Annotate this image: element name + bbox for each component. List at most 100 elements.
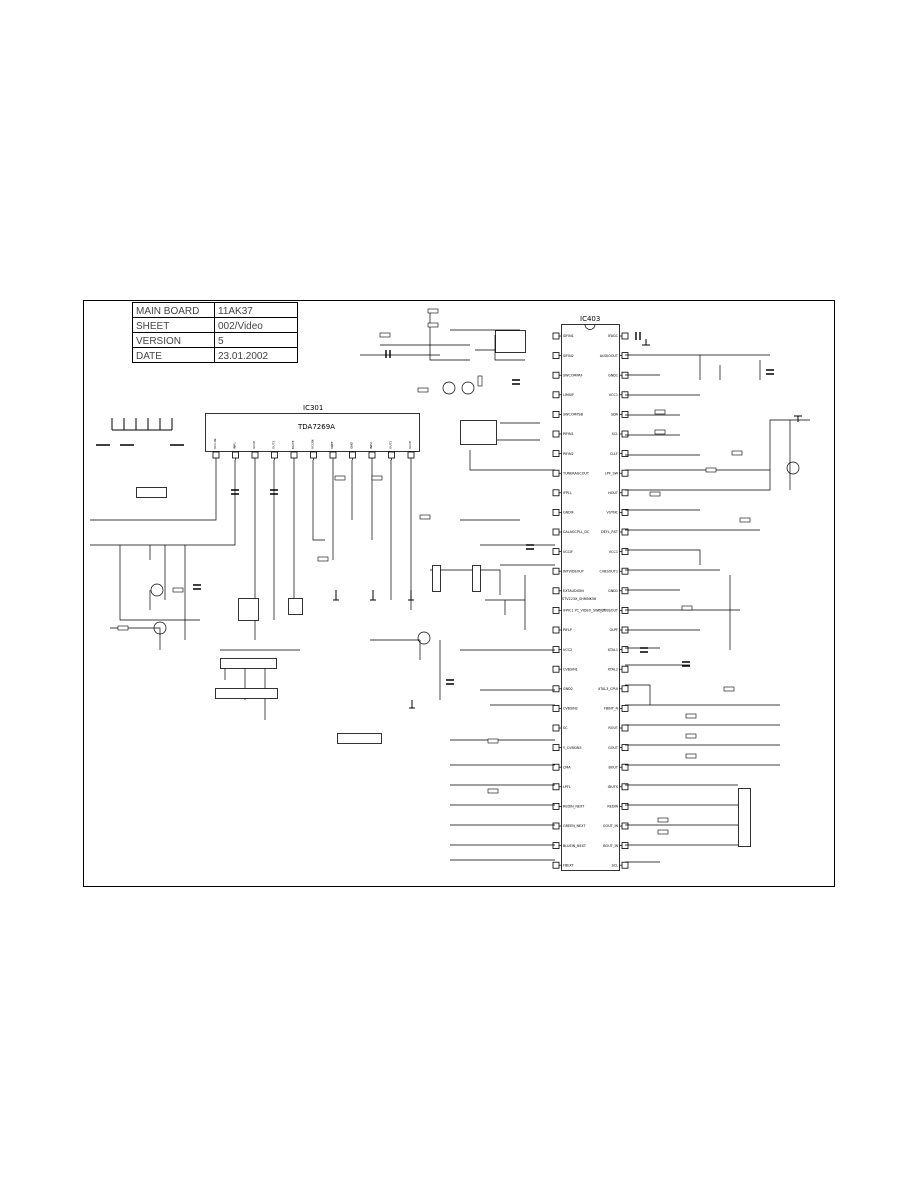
ic403-left-pin-label: INTVIDEOUT bbox=[563, 569, 585, 573]
ic403-right-pin-box bbox=[621, 646, 629, 653]
ic403-right-pin-box bbox=[621, 528, 629, 536]
ic403-right-pin-label: REDIN bbox=[607, 805, 618, 809]
ic403-right-pin-box bbox=[621, 685, 629, 693]
ic301-part: TDA7269A bbox=[297, 423, 335, 431]
ic403-left-pin-box bbox=[552, 587, 560, 595]
ic403-left-pin-box bbox=[552, 646, 560, 653]
ic403-right-pin-label: BOUT bbox=[609, 765, 619, 769]
ic403-left-pin-box bbox=[552, 548, 560, 555]
ic403-left-pin-box bbox=[552, 469, 560, 477]
ic403-left-pin-box bbox=[552, 508, 560, 516]
ic403-left-pin-box bbox=[552, 371, 560, 379]
title-row-label: MAIN BOARD bbox=[136, 306, 199, 317]
ic403-right-pin-label: HOUT bbox=[608, 491, 619, 495]
ic403-right-pin-label: XTAL3_CPUI bbox=[598, 687, 618, 691]
ic301-pin-box bbox=[310, 451, 317, 459]
title-row-label: SHEET bbox=[136, 321, 169, 332]
ic403: IC403 STV223X_SHRINK56 SIFIN1SIFIN2SWCOM… bbox=[552, 315, 629, 871]
ic403-left-pin-box bbox=[552, 744, 560, 751]
transistors bbox=[150, 381, 800, 645]
ic301-pin-box bbox=[212, 451, 220, 459]
ic301-pin-box bbox=[329, 451, 337, 459]
ic301-pin-box bbox=[271, 451, 278, 459]
ic301-wiring bbox=[90, 460, 412, 720]
ic403-left-pin-label: SIFIN2 bbox=[563, 354, 574, 358]
ic403-right-pin-box bbox=[621, 587, 629, 595]
ic403-right-pin-label: GLPF bbox=[609, 628, 618, 632]
title-block: MAIN BOARD 11AK37 SHEET 002/Video VERSIO… bbox=[132, 302, 298, 363]
ic301-pin-box bbox=[232, 451, 239, 459]
ic403-right-pin-box bbox=[621, 803, 629, 810]
ic403-right-pin-label: CLLF bbox=[610, 452, 618, 456]
ic403-right-pin-label: IDUTS bbox=[608, 785, 618, 789]
ic403-left-pin-label: CMA bbox=[563, 765, 571, 769]
ic403-ref: IC403 bbox=[580, 315, 600, 323]
ic403-right-pin-box bbox=[621, 567, 629, 575]
ic403-left-pin-label: PIFLP bbox=[563, 628, 572, 632]
ic403-left-wiring bbox=[360, 310, 555, 861]
ic403-right-pin-label: BOUT_IN bbox=[603, 844, 618, 848]
ic403-left-pin-label: SC bbox=[563, 726, 568, 730]
ic301-pin-box bbox=[349, 451, 356, 459]
ic403-left-pin-box bbox=[552, 607, 560, 614]
ic403-left-pin-label: Y_CVBSIN3 bbox=[563, 746, 582, 750]
ic403-left-pin-box bbox=[552, 685, 560, 693]
ic403-right-pin-label: LPF_SW bbox=[605, 471, 619, 475]
ic403-left-pin-label: CVBSIN1 bbox=[563, 667, 578, 671]
title-row-label: DATE bbox=[136, 351, 162, 362]
ic403-left-pin-label: IFPLL bbox=[563, 491, 572, 495]
title-row-value: 11AK37 bbox=[218, 306, 253, 317]
ic403-right-pin-box bbox=[621, 489, 629, 497]
ic403-right-pin-box bbox=[621, 430, 629, 438]
ic301-ref: IC301 bbox=[303, 404, 323, 412]
ic403-left-pin-label: CVBSIN2 bbox=[563, 707, 578, 711]
ic403-left-pin-box bbox=[552, 489, 560, 497]
ic403-right-pin-label: IFAGC bbox=[608, 334, 619, 338]
ic403-right-pin-label: VCC1 bbox=[609, 550, 618, 554]
ic403-right-pin-box bbox=[621, 607, 629, 614]
ic403-left-pin-label: VCCIF bbox=[563, 550, 573, 554]
ic403-left-pin-box bbox=[552, 822, 560, 830]
ic403-right-pin-box bbox=[621, 861, 629, 869]
ic403-left-pin-box bbox=[552, 724, 560, 732]
ic403-right-pin-box bbox=[621, 724, 629, 732]
pl-connector-1[interactable] bbox=[136, 487, 751, 847]
ic403-right-pin-label: XTAL2 bbox=[608, 667, 618, 671]
title-row-value: 002/Video bbox=[218, 321, 263, 332]
ic403-left-pin-label: EXTAUDIOIN bbox=[563, 589, 584, 593]
ic403-left-pin-label: SWCOMPAF bbox=[563, 373, 583, 377]
ic403-right-pin-box bbox=[621, 410, 629, 418]
ic403-left-pin-label: PIFIN1 bbox=[563, 432, 574, 436]
ic403-right-pin-label: FBINT_N bbox=[604, 707, 619, 711]
ic403-right-pin-box bbox=[621, 352, 629, 360]
ic403-left-pin-box bbox=[552, 665, 560, 673]
ic301-pin-box bbox=[368, 451, 376, 459]
ic403-part: STV223X_SHRINK56 bbox=[562, 597, 596, 601]
ic403-right-pin-label: VCC1 bbox=[609, 393, 618, 397]
ic403-right-wiring bbox=[625, 354, 810, 863]
heatsink-symbol bbox=[96, 418, 184, 446]
ic403-right-pin-label: GOUT bbox=[608, 746, 619, 750]
ic403-right-pin-box bbox=[621, 763, 629, 771]
ic403-right-pin-box bbox=[621, 705, 629, 712]
ic301-pin-box bbox=[407, 451, 415, 459]
ic301-pin-label: VCC1N bbox=[213, 439, 217, 449]
ic403-left-pin-label: GNDIF bbox=[563, 511, 574, 515]
ground-symbols bbox=[333, 339, 802, 709]
ic301-pin-label: MUTE bbox=[291, 440, 295, 449]
ic403-right-pin-box bbox=[621, 450, 629, 458]
ic403-left-pin-label: TUNERAGCOUT bbox=[562, 471, 590, 475]
ic403-left-pin-label: LIMSIF bbox=[563, 393, 574, 397]
ic403-left-pin-box bbox=[552, 763, 560, 771]
ic403-left-pin-label: FBEXT bbox=[563, 863, 575, 867]
ic403-right-pin-label: SCL bbox=[612, 863, 619, 867]
ic301-pin-label: VREF bbox=[330, 441, 334, 449]
ic403-left-pin-box bbox=[552, 842, 560, 849]
ic301-pin-label: VCCP bbox=[408, 441, 412, 449]
ic301-pin-label: OUT1 bbox=[389, 441, 393, 449]
title-row-value: 5 bbox=[218, 336, 224, 347]
ic403-left-pin-box bbox=[552, 528, 560, 536]
